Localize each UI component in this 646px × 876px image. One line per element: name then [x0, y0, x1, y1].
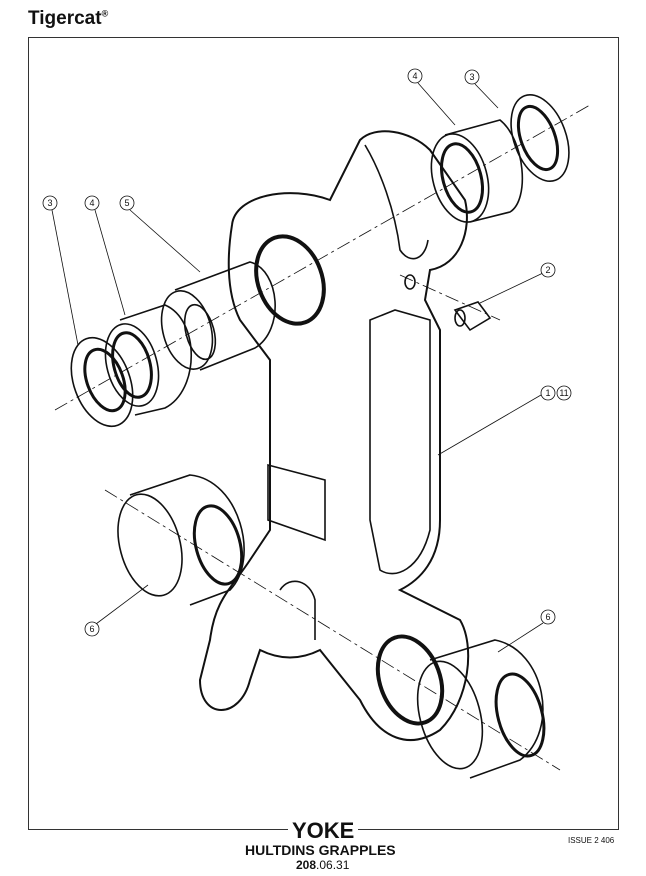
callout-4-right	[407, 68, 423, 84]
callout-label: 4	[89, 198, 94, 208]
yoke-pad	[267, 463, 326, 542]
thrust-washer-3-right	[510, 93, 570, 183]
callout-label: 1	[545, 388, 550, 398]
drawing-number-bold: 208	[296, 858, 317, 872]
callout-6-left	[84, 621, 100, 637]
callout-3-right	[464, 69, 480, 85]
upper-bore	[254, 234, 326, 326]
bushing-5	[160, 261, 276, 371]
callout-6-right	[540, 609, 556, 625]
callout-4-left	[84, 195, 100, 211]
yoke-lower-slot	[279, 580, 316, 640]
bushing-4-right	[430, 119, 524, 223]
brand-name: Tigercat	[28, 8, 102, 29]
callout-1	[540, 385, 556, 401]
callout-label: 3	[469, 72, 474, 82]
callout-3-left	[42, 195, 58, 211]
callout-label: 3	[47, 198, 52, 208]
callout-label: 11	[559, 388, 568, 398]
drawing-number-rest: .06.31	[316, 858, 350, 872]
issue-label: ISSUE 2 406	[568, 836, 615, 845]
registered-mark: ®	[101, 8, 109, 19]
callout-label: 4	[412, 71, 417, 81]
callout-11	[556, 385, 572, 401]
callout-label: 6	[545, 612, 550, 622]
bushing-6-right	[416, 639, 546, 779]
drawing-number: 208.06.31	[296, 858, 349, 872]
thrust-washer-3-left	[70, 336, 134, 428]
brand-logo: Tigercat®	[28, 8, 108, 30]
drawing-title: YOKE	[288, 818, 359, 844]
grease-hole	[404, 274, 416, 290]
callout-2	[540, 262, 556, 278]
callout-label: 5	[124, 198, 129, 208]
yoke-body	[198, 130, 470, 741]
bushing-4-left	[104, 304, 192, 416]
grease-fitting	[453, 301, 492, 332]
callout-5	[119, 195, 135, 211]
leader-lines	[51, 82, 544, 653]
bushing-6-left	[117, 474, 245, 606]
drawing-subtitle: HULTDINS GRAPPLES	[245, 842, 396, 858]
yoke-upper-slot	[364, 144, 429, 260]
callout-label: 6	[89, 624, 94, 634]
lower-bore	[375, 634, 445, 726]
callout-label: 2	[545, 265, 550, 275]
yoke-web-recess	[369, 309, 431, 575]
centerlines	[54, 104, 591, 771]
